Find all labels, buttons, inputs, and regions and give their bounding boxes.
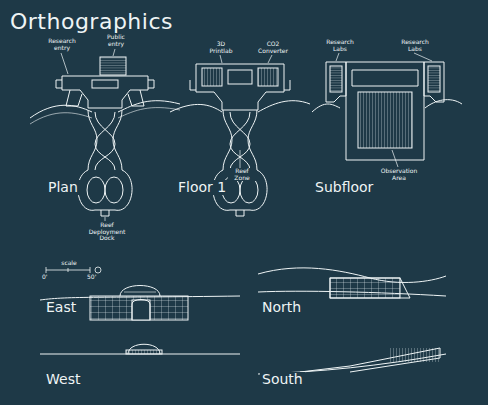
- room-label: Research Labs: [396, 39, 434, 52]
- elevation-label: East: [44, 300, 78, 315]
- scale-label: scale: [54, 260, 84, 267]
- drawing-title: Orthographics: [10, 10, 173, 34]
- room-label: CO2 Converter: [252, 41, 294, 54]
- elevation-label: West: [44, 372, 82, 387]
- zone-label: Observation Area: [376, 168, 422, 181]
- elevation-label: South: [260, 372, 305, 387]
- room-label: Public entry: [99, 34, 133, 47]
- view-label: Subfloor: [313, 180, 375, 195]
- zone-label: Reef Deployment Dock: [84, 222, 130, 242]
- room-label: 3D Printlab: [204, 41, 238, 54]
- elevation-label: North: [260, 300, 303, 315]
- view-label: Floor 1: [176, 180, 228, 195]
- room-label: Research entry: [44, 38, 80, 51]
- scale-number: 0': [41, 274, 48, 281]
- room-label: Research Labs: [321, 39, 359, 52]
- zone-label: Reef Zone: [228, 168, 256, 181]
- scale-number: 50': [86, 274, 97, 281]
- view-label: Plan: [46, 180, 80, 195]
